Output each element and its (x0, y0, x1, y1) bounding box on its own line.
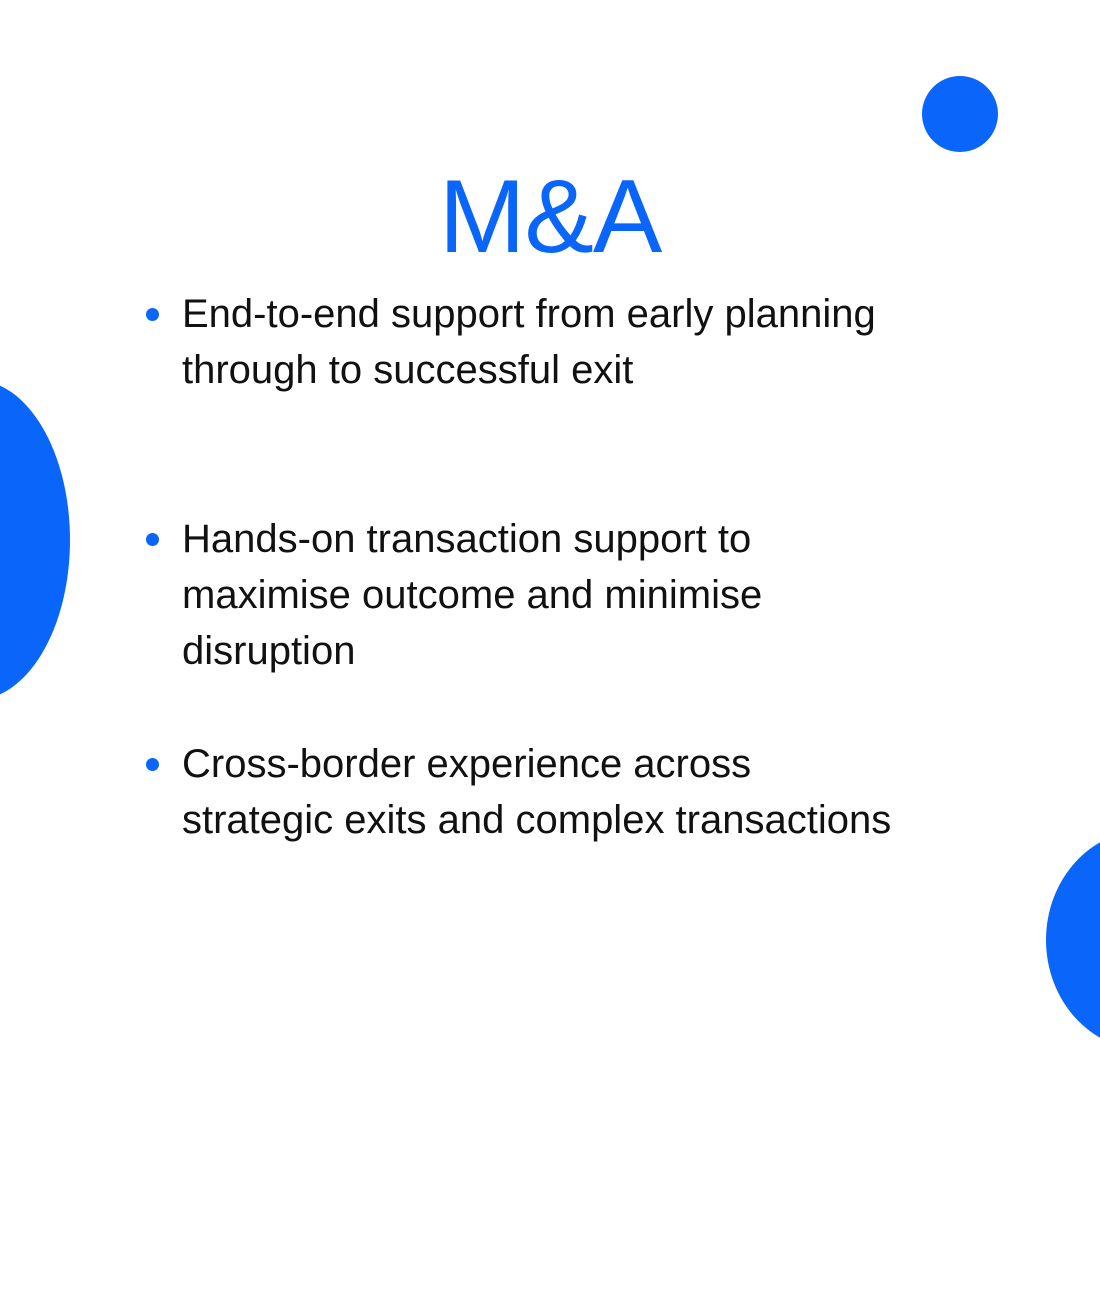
decorative-shape-right (1046, 830, 1100, 1050)
bullet-text: Cross-border experience across strategic… (182, 742, 892, 842)
page-title: M&A (438, 158, 662, 275)
bullet-dot-icon (146, 533, 159, 546)
bullet-dot-icon (146, 308, 159, 321)
decorative-circle (922, 76, 998, 152)
bullet-text: Hands-on transaction support to maximise… (182, 517, 763, 673)
decorative-shape-left (0, 380, 70, 700)
bullet-text: End-to-end support from early planning t… (182, 292, 876, 392)
bullet-dot-icon (146, 758, 159, 771)
